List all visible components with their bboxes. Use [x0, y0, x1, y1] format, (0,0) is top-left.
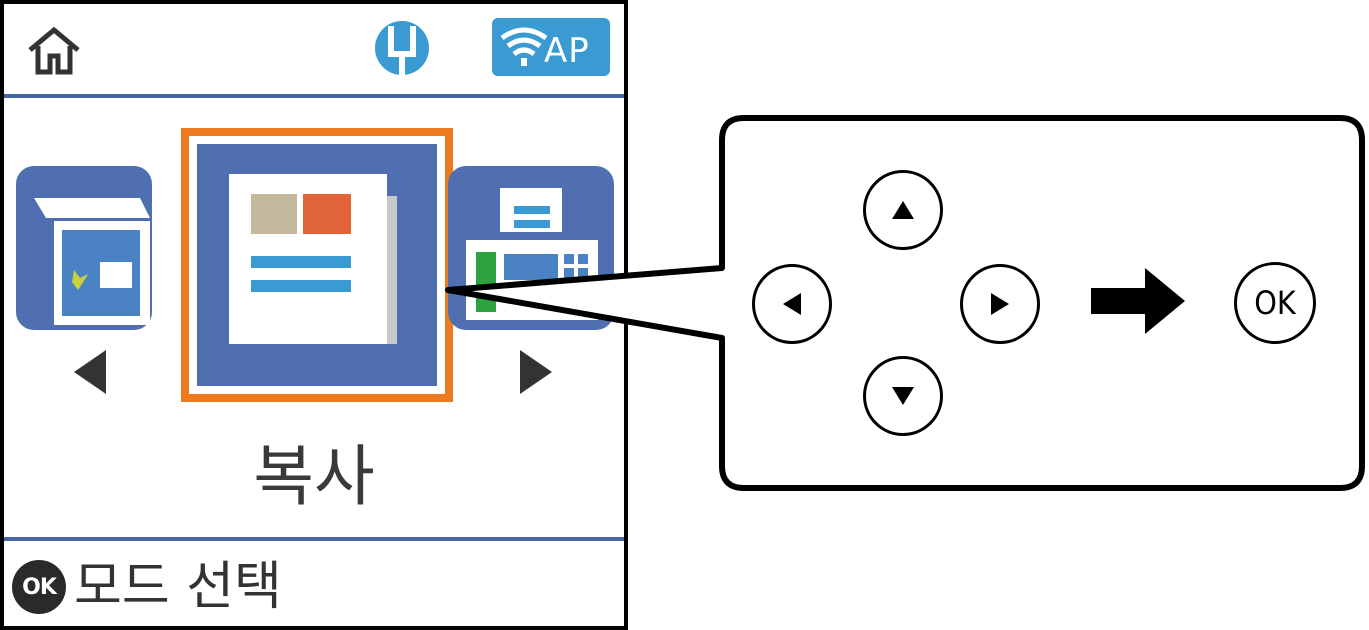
printer-lcd-screen: AP [0, 0, 628, 630]
fax-icon [466, 188, 598, 320]
triangle-left-icon[interactable] [74, 350, 106, 394]
status-bar: AP [4, 4, 624, 92]
ok-label: OK [1254, 284, 1296, 322]
control-up-button[interactable] [863, 170, 943, 250]
usb-connection-icon [375, 21, 429, 78]
bottom-divider [4, 537, 624, 541]
control-down-button[interactable] [863, 356, 943, 436]
mode-tile-copy-selected[interactable] [181, 128, 453, 402]
triangle-up-icon [892, 201, 914, 219]
scan-icon [34, 198, 150, 325]
ok-button-icon: OK [12, 560, 66, 614]
wifi-ap-label: AP [544, 31, 590, 71]
mode-tile-fax[interactable] [448, 166, 614, 330]
triangle-right-icon[interactable] [520, 350, 552, 394]
arrow-right-icon [1091, 268, 1185, 334]
wifi-ap-status: AP [492, 18, 610, 76]
triangle-right-icon [991, 293, 1009, 315]
top-divider [4, 94, 624, 98]
triangle-left-icon [783, 293, 801, 315]
footer-hint: OK 모드 선택 [12, 552, 282, 622]
wifi-icon [500, 27, 548, 66]
home-icon[interactable] [26, 26, 82, 76]
copy-tile [197, 144, 437, 386]
control-right-button[interactable] [960, 264, 1040, 344]
triangle-down-icon [892, 387, 914, 405]
control-left-button[interactable] [752, 264, 832, 344]
mode-tile-scan[interactable] [16, 166, 152, 330]
copy-icon [229, 174, 397, 344]
footer-hint-label: 모드 선택 [74, 557, 282, 617]
selected-mode-label: 복사 [253, 438, 375, 515]
control-ok-button[interactable]: OK [1234, 262, 1316, 344]
